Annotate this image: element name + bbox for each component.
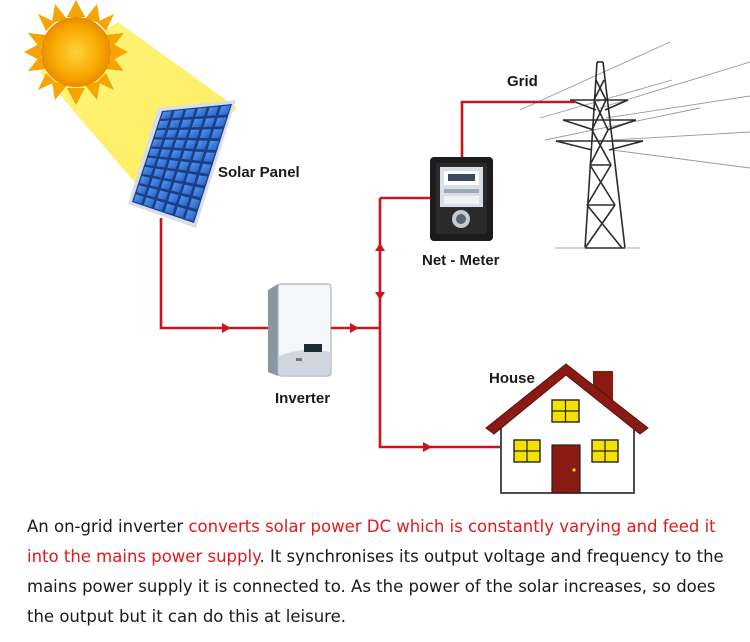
solar-cell bbox=[185, 173, 197, 184]
solar-cell bbox=[182, 184, 193, 195]
solar-cell bbox=[199, 129, 212, 139]
solar-cell bbox=[142, 166, 154, 176]
solar-cell bbox=[192, 186, 204, 198]
solar-cell bbox=[180, 119, 192, 128]
solar-cell bbox=[214, 117, 227, 127]
solar-cell bbox=[174, 206, 186, 218]
sun-icon bbox=[24, 0, 128, 105]
solar-cell bbox=[183, 108, 196, 118]
flow-arrows bbox=[222, 243, 432, 452]
solar-cell bbox=[169, 119, 181, 128]
solar-cell bbox=[133, 194, 144, 204]
solar-cell bbox=[181, 150, 193, 160]
solar-cell bbox=[147, 187, 158, 198]
house-window-left bbox=[513, 439, 541, 463]
solar-cell bbox=[162, 139, 174, 148]
solar-cell bbox=[165, 129, 178, 138]
solar-cell bbox=[200, 163, 212, 174]
solar-cell bbox=[170, 150, 182, 159]
solar-cell bbox=[173, 140, 186, 149]
solar-cell bbox=[172, 110, 184, 119]
solar-cell bbox=[157, 120, 169, 129]
solar-cell bbox=[160, 111, 172, 119]
house-icon bbox=[485, 363, 649, 494]
wiring bbox=[159, 100, 575, 449]
solar-cell bbox=[151, 139, 163, 147]
solar-cell bbox=[192, 151, 204, 161]
solar-grid-diagram: Solar Panel Inverter Net - Meter Grid Ho… bbox=[24, 0, 750, 494]
solar-cell bbox=[207, 140, 219, 151]
house-window-top bbox=[551, 399, 580, 423]
solar-cell bbox=[164, 203, 176, 215]
solar-cell bbox=[154, 200, 165, 211]
solar-cell bbox=[167, 160, 179, 170]
solar-cell bbox=[185, 209, 197, 222]
solar-cell bbox=[154, 130, 166, 138]
label-solar-panel: Solar Panel bbox=[218, 164, 300, 181]
caption-paragraph: An on-grid inverter converts solar power… bbox=[27, 512, 732, 632]
solar-cell bbox=[160, 180, 172, 190]
solar-cell bbox=[171, 182, 183, 193]
solar-cell bbox=[188, 129, 200, 138]
solar-cell bbox=[218, 105, 231, 116]
solar-cell bbox=[196, 140, 208, 150]
solar-cell bbox=[136, 185, 147, 195]
solar-cell bbox=[185, 140, 197, 149]
solar-cell bbox=[164, 170, 175, 180]
solar-panel-icon bbox=[128, 100, 236, 228]
solar-cell bbox=[159, 149, 171, 158]
label-house: House bbox=[489, 370, 535, 387]
caption-highlight: converts solar power DC which is constan… bbox=[27, 517, 716, 566]
label-inverter: Inverter bbox=[275, 390, 330, 407]
solar-cell bbox=[156, 158, 168, 168]
solar-cell bbox=[153, 168, 165, 178]
house-door bbox=[551, 444, 581, 494]
solar-cell bbox=[157, 190, 169, 201]
solar-cell bbox=[143, 197, 155, 208]
solar-cell bbox=[139, 176, 151, 185]
solar-cell bbox=[189, 162, 201, 173]
caption-text-end: . It synchronises its output voltage and… bbox=[27, 547, 724, 626]
solar-cell bbox=[168, 193, 179, 204]
solar-cell bbox=[178, 195, 190, 207]
solar-cell bbox=[195, 107, 207, 117]
solar-cell bbox=[211, 129, 223, 139]
solar-cell bbox=[178, 161, 190, 171]
label-net-meter: Net - Meter bbox=[422, 252, 500, 269]
solar-cell bbox=[174, 171, 186, 182]
solar-cell bbox=[206, 106, 219, 116]
transmission-tower-icon bbox=[519, 41, 750, 249]
solar-cell bbox=[150, 178, 161, 188]
solar-cell bbox=[191, 118, 204, 128]
solar-cell bbox=[145, 157, 157, 166]
solar-cell bbox=[148, 148, 160, 157]
house-window-right bbox=[591, 439, 619, 463]
caption-text-start: An on-grid inverter bbox=[27, 517, 189, 536]
solar-cell bbox=[203, 118, 215, 127]
label-grid: Grid bbox=[507, 73, 538, 90]
solar-cell bbox=[189, 198, 200, 210]
net-meter-icon bbox=[430, 157, 493, 241]
solar-cell bbox=[203, 152, 216, 162]
solar-cell bbox=[177, 129, 189, 138]
inverter-icon bbox=[268, 283, 332, 377]
solar-cell bbox=[196, 175, 208, 186]
